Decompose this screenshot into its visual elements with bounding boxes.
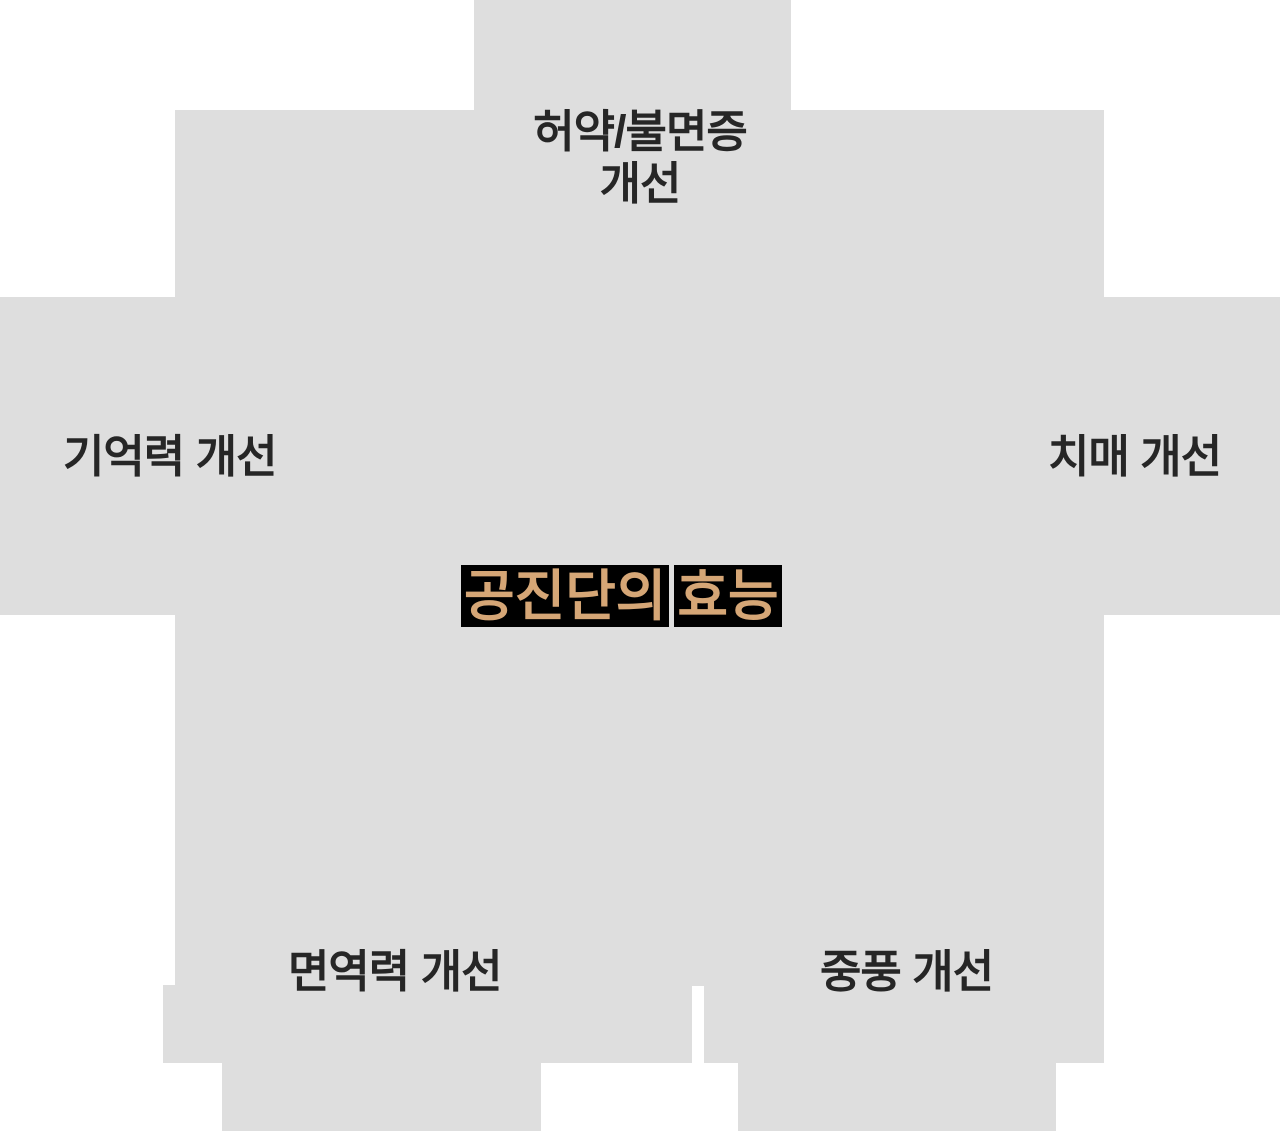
figure-top-tab [474, 0, 791, 112]
figure-bottom-right-tab [738, 1062, 1056, 1131]
figure-bottom-left-lobe [163, 985, 692, 1063]
label-immunity-improvement: 면역력 개선 [288, 946, 503, 997]
figure-bottom-left-tab [222, 1062, 541, 1131]
center-title-chip-1: 공진단의 [461, 565, 670, 627]
label-stroke-improvement: 중풍 개선 [820, 946, 994, 997]
center-title-chip-2: 효능 [674, 565, 782, 627]
center-title: 공진단의 효능 [461, 565, 782, 627]
label-weakness-insomnia: 허약/불면증 개선 [533, 106, 748, 210]
label-weakness-insomnia-line2: 개선 [599, 158, 682, 209]
label-memory-improvement: 기억력 개선 [63, 431, 278, 482]
label-weakness-insomnia-line1: 허약/불면증 [533, 106, 748, 157]
figure-bottom-right-lobe [704, 985, 1104, 1063]
label-dementia-improvement: 치매 개선 [1048, 431, 1222, 482]
figure-wide-band [0, 297, 1280, 615]
